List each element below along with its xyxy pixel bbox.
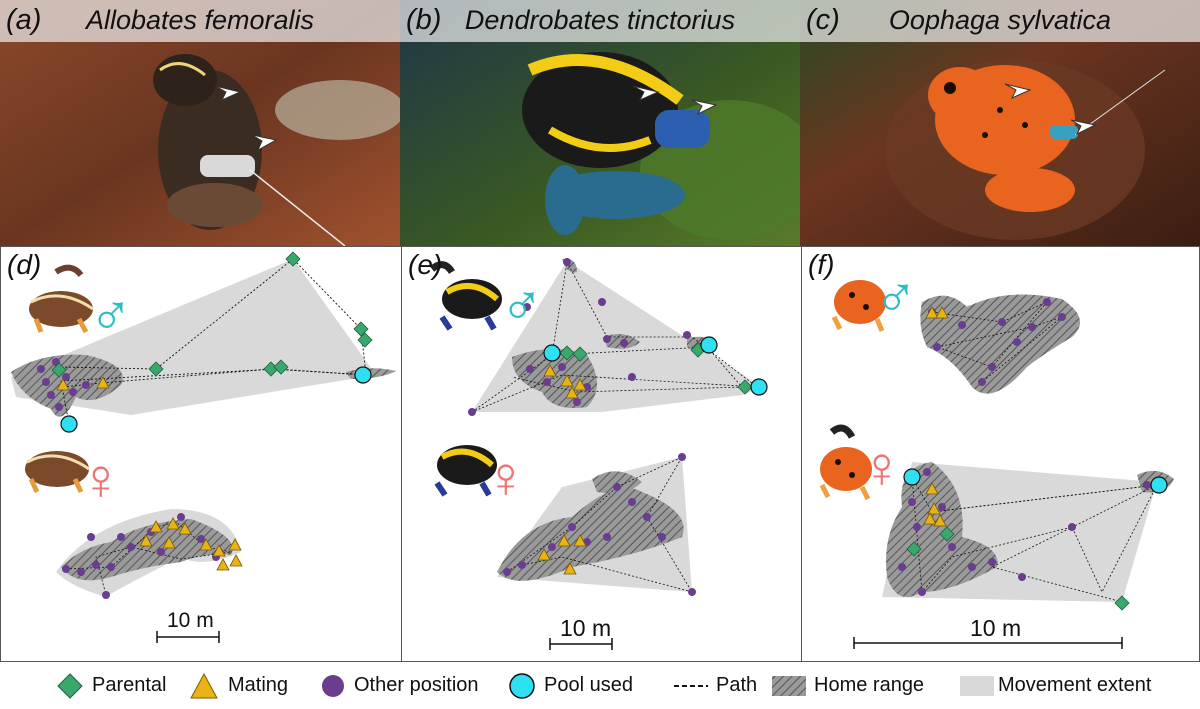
- legend-item-pool: Pool used: [508, 672, 658, 700]
- pool-markers: [903, 468, 1168, 494]
- panel-f-label: (f): [808, 249, 835, 280]
- scale-label-e: 10 m: [560, 615, 612, 641]
- grey-box-icon: [960, 676, 994, 696]
- male-symbol: ♂: [500, 273, 544, 338]
- pool-circle-icon: [509, 673, 535, 699]
- other-positions: [928, 298, 1066, 386]
- female-symbol: ♀: [860, 435, 904, 500]
- male-symbol: ♂: [89, 283, 133, 348]
- legend-item-parental: Parental: [56, 672, 186, 700]
- frog-icon: [29, 264, 94, 334]
- circle-icon: [322, 675, 344, 697]
- panel-f-map: [819, 280, 1174, 649]
- frog-icon: [831, 280, 886, 332]
- frog-icon: [25, 451, 90, 494]
- photo-a-label: (a): [6, 4, 42, 36]
- legend-item-mating: Mating: [190, 672, 310, 700]
- other-positions: [898, 468, 1151, 596]
- path-lines: [911, 476, 1158, 603]
- legend-item-path: Path: [672, 672, 782, 700]
- parental-markers: [906, 526, 1130, 611]
- frog-icon: [434, 445, 497, 497]
- mating-markers: [56, 376, 110, 391]
- mating-markers: [923, 482, 947, 527]
- other-positions: [503, 453, 696, 596]
- legend-label: Movement extent: [998, 674, 1152, 696]
- legend-item-extent: Movement extent: [958, 672, 1188, 700]
- path-lines: [60, 258, 367, 425]
- legend-label: Home range: [814, 674, 925, 696]
- scale-label-f: 10 m: [970, 615, 1022, 641]
- legend-label: Path: [716, 674, 758, 696]
- mating-markers: [543, 364, 587, 399]
- photo-c-species: Oophaga sylvatica: [888, 5, 1112, 35]
- triangle-icon: [190, 672, 218, 699]
- legend-label: Parental: [92, 674, 167, 696]
- photo-b-label: (b): [406, 4, 442, 36]
- frog-icon: [819, 424, 872, 501]
- panel-e-label: (e): [408, 249, 443, 280]
- panel-d: (d) ♂ ♀ 10 m: [0, 246, 402, 662]
- panel-e-map: [429, 258, 768, 650]
- photo-c-label: (c): [806, 4, 840, 36]
- home-range: [592, 471, 642, 494]
- legend-label: Pool used: [544, 674, 633, 696]
- parental-markers: [51, 251, 373, 378]
- panel-d-map: [11, 251, 396, 643]
- legend-label: Other position: [354, 674, 479, 696]
- pool-markers: [543, 336, 768, 396]
- female-symbol: ♀: [484, 445, 528, 510]
- panel-f: (f) ♂ ♀ 10 m: [801, 246, 1200, 662]
- legend-label: Mating: [228, 674, 289, 696]
- photo-a-species: Allobates femoralis: [85, 5, 315, 35]
- scale-label-d: 10 m: [167, 609, 214, 632]
- photo-b-title-bar: (b) Dendrobates tinctorius: [400, 0, 800, 42]
- path-lines: [506, 456, 693, 593]
- frog-icon: [429, 261, 502, 331]
- mating-markers: [537, 534, 587, 575]
- panel-d-label: (d): [7, 249, 42, 280]
- pool-markers: [60, 366, 372, 433]
- photo-c-title-bar: (c) Oophaga sylvatica: [800, 0, 1200, 42]
- female-symbol: ♀: [79, 447, 123, 512]
- male-symbol: ♂: [874, 265, 918, 330]
- legend-item-home: Home range: [770, 672, 950, 700]
- legend-item-other: Other position: [320, 672, 500, 700]
- legend: Parental Mating Other position Pool used…: [0, 662, 1200, 709]
- diamond-icon: [57, 673, 83, 699]
- other-positions: [37, 358, 90, 411]
- photo-b-species: Dendrobates tinctorius: [464, 5, 736, 35]
- dashed-line-icon: [674, 685, 708, 687]
- photo-a: (a) Allobates femoralis: [0, 0, 400, 246]
- photo-c: (c) Oophaga sylvatica: [800, 0, 1200, 246]
- mating-markers: [925, 306, 949, 319]
- photo-a-title-bar: (a) Allobates femoralis: [0, 0, 400, 42]
- other-positions: [468, 258, 691, 416]
- photo-b: (b) Dendrobates tinctorius: [400, 0, 800, 246]
- panel-e: (e) ♂ ♀ 10 m: [401, 246, 802, 662]
- hatched-box-icon: [772, 676, 806, 696]
- home-range: [920, 294, 1080, 394]
- mating-markers: [139, 517, 243, 571]
